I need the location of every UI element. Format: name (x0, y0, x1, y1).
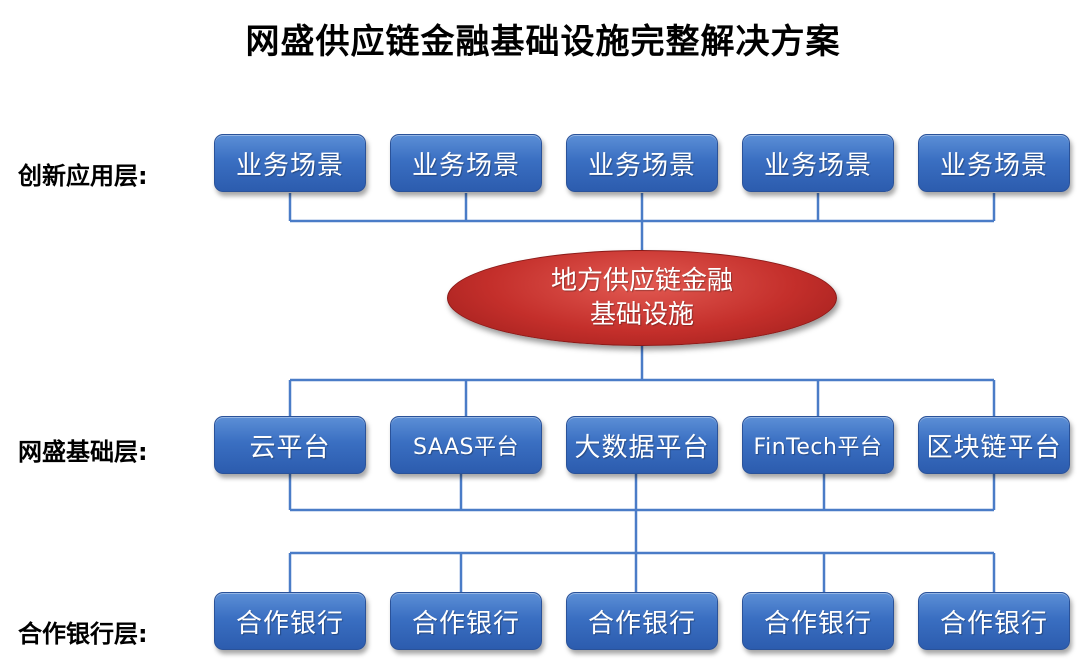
partner-bank-box: 合作银行 (214, 592, 366, 650)
business-scenario-box: 业务场景 (214, 134, 366, 192)
partner-bank-box: 合作银行 (742, 592, 894, 650)
big-data-platform-box: 大数据平台 (566, 416, 718, 474)
core-infrastructure-ellipse: 地方供应链金融 基础设施 (447, 250, 837, 346)
diagram-title: 网盛供应链金融基础设施完整解决方案 (245, 22, 841, 62)
saas-platform-box: SAAS平台 (390, 416, 542, 474)
partner-bank-box: 合作银行 (566, 592, 718, 650)
partner-bank-box: 合作银行 (390, 592, 542, 650)
business-scenario-box: 业务场景 (390, 134, 542, 192)
cloud-platform-box: 云平台 (214, 416, 366, 474)
fintech-platform-box: FinTech平台 (742, 416, 894, 474)
business-scenario-box: 业务场景 (918, 134, 1070, 192)
layer-label-banks: 合作银行层: (18, 620, 148, 648)
business-scenario-box: 业务场景 (566, 134, 718, 192)
partner-bank-box: 合作银行 (918, 592, 1070, 650)
business-scenario-box: 业务场景 (742, 134, 894, 192)
layer-label-innovation: 创新应用层: (18, 162, 148, 190)
blockchain-platform-box: 区块链平台 (918, 416, 1070, 474)
core-label-line2: 基础设施 (589, 300, 694, 330)
layer-label-foundation: 网盛基础层: (18, 438, 148, 466)
core-label-line1: 地方供应链金融 (550, 266, 733, 296)
